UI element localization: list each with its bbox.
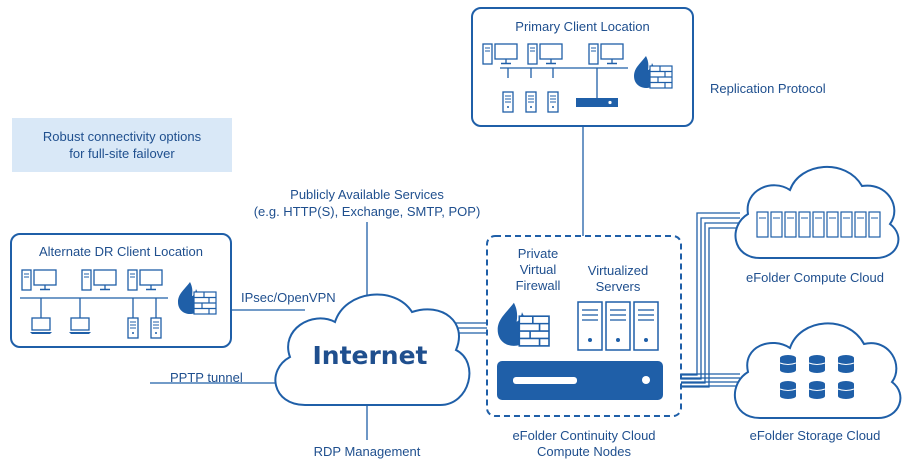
compute-node-appliance-icon [497, 361, 663, 400]
public-services-line1: Publicly Available Services [290, 187, 444, 202]
server-tower-icon [525, 91, 537, 113]
server-tower-icon [547, 91, 559, 113]
server-tower-icon [127, 317, 139, 339]
internet-label: Internet [312, 341, 428, 370]
primary-location-title: Primary Client Location [515, 19, 650, 34]
firewall-label-line3: Firewall [515, 278, 561, 293]
firewall-label-line2: Virtual [519, 262, 557, 277]
callout-line1: Robust connectivity options [42, 129, 202, 144]
compute-cloud [734, 165, 900, 259]
ipsec-openvpn-label: IPsec/OpenVPN [241, 290, 336, 305]
virtualized-server-icon [633, 301, 659, 351]
server-tower-icon [502, 91, 514, 113]
storage-cloud [733, 322, 902, 419]
storage-cloud-label: eFolder Storage Cloud [749, 428, 881, 443]
continuity-cloud-box [486, 235, 682, 417]
virtualized-server-icon [577, 301, 603, 351]
alternate-location-box [10, 233, 232, 348]
firewall-label-line1: Private [517, 246, 559, 261]
internet-cloud [274, 293, 471, 406]
compute-cloud-label: eFolder Compute Cloud [745, 270, 885, 285]
servers-label-line2: Servers [595, 279, 641, 294]
public-services-line2: (e.g. HTTP(S), Exchange, SMTP, POP) [253, 204, 481, 219]
primary-location-box [471, 7, 694, 127]
replication-protocol-label: Replication Protocol [710, 81, 826, 96]
rdp-management-label: RDP Management [313, 444, 421, 459]
continuity-caption-line2: Compute Nodes [537, 444, 631, 459]
server-tower-icon [150, 317, 162, 339]
failover-callout: Robust connectivity options for full-sit… [12, 118, 232, 172]
alternate-location-title: Alternate DR Client Location [38, 244, 204, 259]
pptp-tunnel-label: PPTP tunnel [170, 370, 243, 385]
servers-label-line1: Virtualized [587, 263, 649, 278]
callout-line2: for full-site failover [69, 146, 175, 161]
continuity-caption-line1: eFolder Continuity Cloud [512, 428, 656, 443]
virtualized-server-icon [605, 301, 631, 351]
network-appliance-icon [576, 98, 618, 107]
